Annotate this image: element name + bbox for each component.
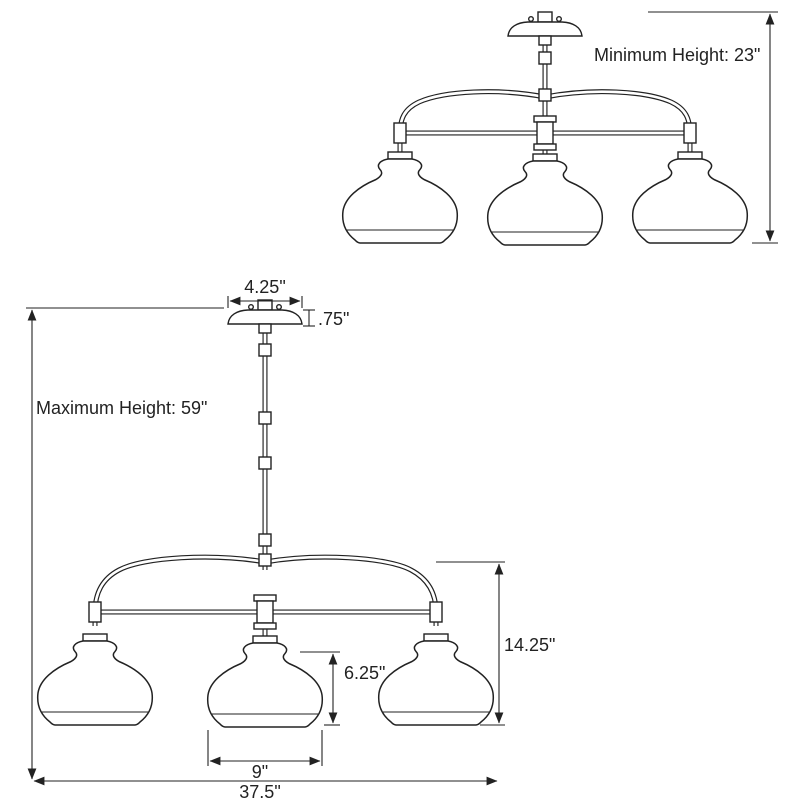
- ceiling-canopy: [227, 299, 303, 334]
- left-arm-coupler: [88, 601, 102, 623]
- center-hub: [253, 594, 277, 630]
- shade-width-dimension: 9": [207, 730, 323, 782]
- left-shade: [341, 151, 459, 244]
- overall-width-label: 37.5": [239, 782, 280, 800]
- overall-width-dimension: 37.5": [33, 776, 498, 800]
- left-shade: [36, 633, 154, 726]
- left-arm-coupler: [393, 122, 407, 144]
- right-shade: [377, 633, 495, 726]
- right-arm-coupler: [683, 122, 697, 144]
- center-shade: [486, 153, 604, 246]
- center-hub: [533, 115, 557, 151]
- shade-height-label: 6.25": [344, 663, 385, 683]
- minimum-height-fixture: [341, 11, 749, 246]
- right-shade: [631, 151, 749, 244]
- canopy-width-label: 4.25": [244, 277, 285, 297]
- canopy-height-label: .75": [318, 309, 349, 329]
- arm-mount-joint: [258, 553, 272, 567]
- max-height-label: Maximum Height: 59": [36, 398, 207, 418]
- body-height-dimension: 14.25": [436, 561, 555, 726]
- shade-width-label: 9": [252, 762, 268, 782]
- shade-height-dimension: 6.25": [300, 651, 385, 726]
- min-height-label: Minimum Height: 23": [594, 45, 760, 65]
- canopy-width-dimension: 4.25": [227, 277, 303, 308]
- stem-joint-3: [258, 456, 272, 470]
- arm-mount-joint: [538, 88, 552, 102]
- min-height-dimension: Minimum Height: 23": [594, 11, 778, 244]
- canopy-height-dimension: .75": [303, 309, 349, 329]
- max-height-dimension: Maximum Height: 59": [26, 307, 224, 780]
- right-arm-coupler: [429, 601, 443, 623]
- stem-joint-4: [258, 533, 272, 547]
- body-height-label: 14.25": [504, 635, 555, 655]
- maximum-height-fixture: [36, 299, 495, 728]
- stem-joint-2: [258, 411, 272, 425]
- stem-joint: [538, 51, 552, 65]
- center-shade: [206, 635, 324, 728]
- stem-joint-1: [258, 343, 272, 357]
- ceiling-canopy: [507, 11, 583, 46]
